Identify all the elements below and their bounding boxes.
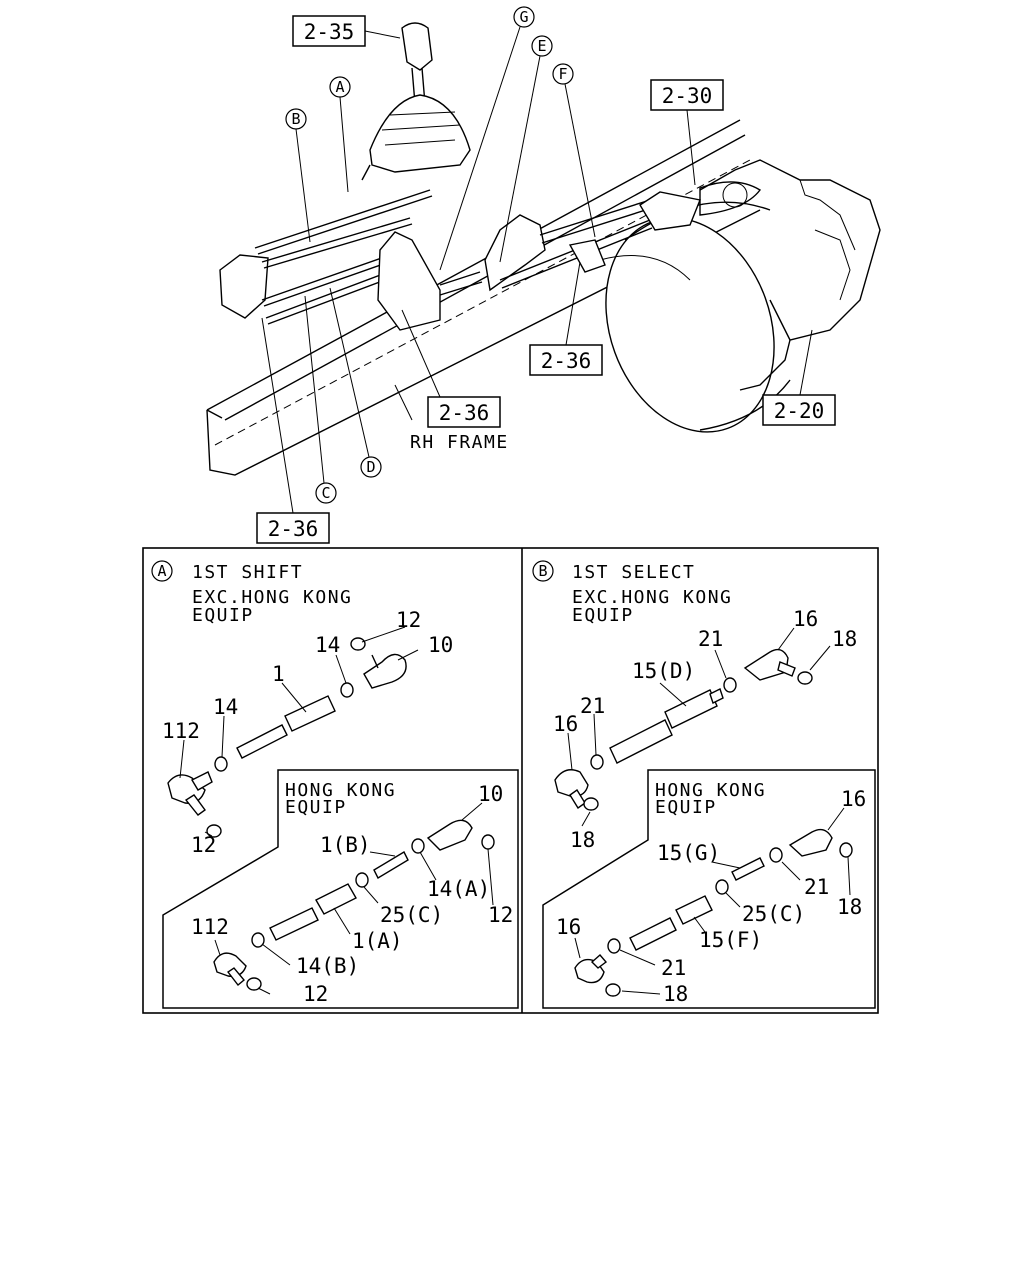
nut-12-top [350,637,366,651]
ref-label-2-30: 2-30 [662,84,713,108]
ref-box-2-30[interactable]: 2-30 [650,79,724,111]
panel-a-inset-frame [162,769,519,1009]
rh-frame-label: RH FRAME [410,432,509,453]
rod-1-thread [236,724,288,759]
panel-a-inset-part-25c: 25(C) [380,903,443,927]
panel-a-note-line1: EXC.HONG KONG [192,587,352,608]
panel-b-title: 1ST SELECT [572,562,695,583]
ref-label-2-36-center: 2-36 [439,401,490,425]
panel-b-note-line1: EXC.HONG KONG [572,587,732,608]
ref-box-2-35[interactable]: 2-35 [292,15,366,47]
nut-12-bottom [206,824,222,838]
panel-b-part-15d: 15(D) [632,659,695,683]
detail-panels-frame [142,547,879,1014]
ref-label-2-36-right: 2-36 [541,349,592,373]
panel-a-title: 1ST SHIFT [192,562,303,583]
overview-illustration: 2-35 2-30 2-36 2-36 2-20 [206,6,881,544]
ref-label-2-36-bottom: 2-36 [268,517,319,541]
panel-a-part-112: 112 [162,719,200,743]
panel-a-inset-part-14b: 14(B) [296,954,359,978]
panel-b-inset-title-line1: HONG KONG [655,780,766,801]
panel-a-part-10-top: 10 [428,633,453,657]
svg-text:E: E [537,37,546,55]
panel-a-part-14-top: 14 [315,633,340,657]
panel-b-inset-part-15g: 15(G) [657,841,720,865]
ref-box-2-36-right[interactable]: 2-36 [529,344,603,376]
panel-b-inset-part-18-right: 18 [837,895,862,919]
panel-a-part-1: 1 [272,662,285,686]
panel-a-inset-part-112: 112 [191,915,229,939]
rh-frame-rail [206,119,761,476]
panel-b-part-16-left: 16 [553,712,578,736]
rod-1 [284,695,336,732]
svg-text:D: D [366,458,375,476]
panel-b-inset-part-21-bottom: 21 [661,956,686,980]
panel-b-part-21-left: 21 [580,694,605,718]
ref-box-2-36-bottom[interactable]: 2-36 [256,512,330,544]
nut-14-left [214,756,228,772]
panel-b-note-line2: EQUIP [572,605,634,626]
cable-label-a: A [329,76,351,193]
panel-b-part-16-top: 16 [793,607,818,631]
svg-text:C: C [321,484,330,502]
panel-a-marker: A [157,562,166,580]
shift-cables [219,189,701,331]
panel-a-part-14-left: 14 [213,695,238,719]
ref-label-2-20: 2-20 [774,399,825,423]
ref-box-2-36-center[interactable]: 2-36 [427,396,501,428]
panel-b-part-18-top: 18 [832,627,857,651]
panel-b-inset-part-15f: 15(F) [699,928,762,952]
panel-a-inset-title-line1: HONG KONG [285,780,396,801]
panel-b-inset-part-25c: 25(C) [742,902,805,926]
svg-text:G: G [519,8,528,26]
ref-label-2-35: 2-35 [304,20,355,44]
cable-label-c: C [304,295,337,504]
shift-lever [361,22,471,181]
nut-14-top [340,682,354,698]
cable-label-e: E [499,35,553,263]
panel-a-inset-part-14a: 14(A) [427,877,490,901]
panel-a-part-12-bottom: 12 [191,833,216,857]
cable-label-b: B [285,108,311,243]
panel-a-note-line2: EQUIP [192,605,254,626]
panel-a-part-12-top: 12 [396,608,421,632]
panel-b-1st-select: B 1ST SELECT EXC.HONG KONG EQUIP 21 16 1… [532,560,876,1009]
cable-labels: A B G E F [285,6,596,504]
cable-label-d: D [329,287,382,478]
svg-text:B: B [291,110,300,128]
panel-a-inset-part-1a: 1(A) [352,929,403,953]
panel-b-part-21-top: 21 [698,627,723,651]
panel-b-inset-part-16-right: 16 [841,787,866,811]
cable-label-f: F [552,63,596,238]
panel-b-inset-part-18-bottom: 18 [663,982,688,1006]
panel-a-inset-part-12-bottom: 12 [303,982,328,1006]
panel-b-inset-title-line2: EQUIP [655,797,717,818]
panel-a-inset-title-line2: EQUIP [285,797,347,818]
transmission-housing [599,159,881,433]
cable-label-g: G [439,6,535,271]
panel-b-inset-frame [542,769,876,1009]
svg-text:A: A [335,78,344,96]
panel-a-inset-part-1b: 1(B) [320,833,371,857]
svg-text:F: F [558,65,567,83]
ref-box-2-20[interactable]: 2-20 [762,394,836,426]
panel-b-part-18-bottom: 18 [570,828,595,852]
panel-b-inset-part-16-left: 16 [556,915,581,939]
panel-a-inset-part-10: 10 [478,782,503,806]
panel-b-marker: B [538,562,547,580]
panel-a-inset-part-12-right: 12 [488,903,513,927]
ball-joint-10 [363,653,407,689]
reference-boxes: 2-35 2-30 2-36 2-36 2-20 [256,15,836,544]
panel-b-inset-part-21-right: 21 [804,875,829,899]
panel-a-1st-shift: A 1ST SHIFT EXC.HONG KONG EQUIP 12 14 10… [151,560,519,1009]
